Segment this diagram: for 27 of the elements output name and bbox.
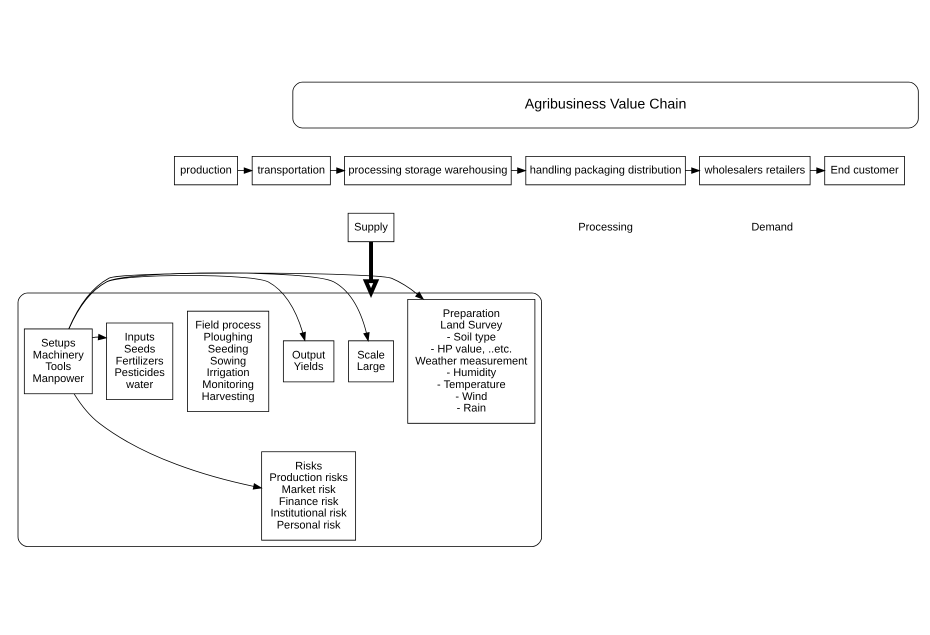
arrow [74, 394, 263, 490]
node-box: Agribusiness Value Chain [292, 82, 919, 128]
node-box: Field process Ploughing Seeding Sowing Irrigation Monitoring Harvesting [187, 310, 270, 412]
node-box: handling packaging distribution [525, 156, 686, 186]
node-box: Setups Machinery Tools Manpower [24, 328, 93, 394]
arrow [362, 242, 380, 298]
arrow [685, 167, 701, 174]
cluster [18, 292, 542, 547]
arrow [237, 167, 254, 174]
node-box: End customer [824, 156, 905, 186]
arrow [68, 275, 306, 342]
arrow [68, 272, 370, 342]
node-box: Risks Production risks Market risk Finance risk Institutional risk Personal risk [261, 451, 356, 541]
node-box: wholesalers retailers [699, 156, 810, 186]
node-box: Supply [348, 212, 394, 242]
arrow [810, 167, 826, 174]
node-box: Inputs Seeds Fertilizers Pesticides water [106, 322, 174, 400]
arrow [330, 167, 346, 174]
node-box: production [174, 156, 238, 186]
label: Processing [578, 221, 633, 234]
label: Demand [751, 221, 794, 234]
arrow [511, 167, 527, 174]
node-box: Output Yields [282, 340, 334, 382]
node-box: processing storage warehousing [344, 156, 512, 186]
node-box: Preparation Land Survey - Soil type - HP value, ..etc. Weather measurement - Humidity - Temperature - Wind - Rain [407, 298, 536, 424]
node-box: Scale Large [348, 340, 394, 382]
node-box: transportation [252, 156, 331, 186]
